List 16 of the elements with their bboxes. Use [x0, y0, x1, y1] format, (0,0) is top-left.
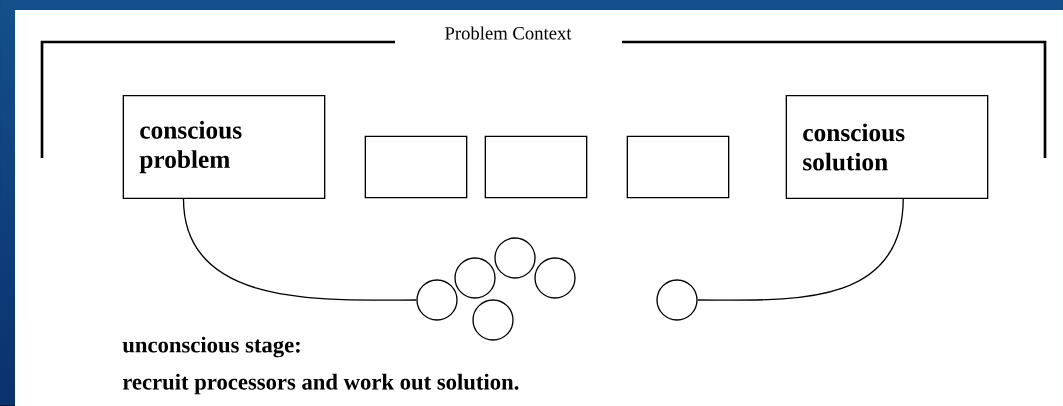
text-box: conscious problem [122, 95, 326, 199]
caption-text: recruit processors and work out solution. [122, 373, 519, 395]
heading: Problem Context [445, 26, 572, 40]
circle [472, 299, 514, 341]
caption-text: unconscious stage: [122, 336, 300, 358]
circle [534, 257, 576, 299]
curved-line [697, 198, 904, 301]
curved-line [182, 198, 417, 301]
circle [656, 279, 698, 321]
text-box: conscious solution [785, 95, 989, 199]
empty-box [626, 135, 730, 199]
circle [494, 237, 536, 279]
circle [416, 279, 458, 321]
empty-box [484, 135, 588, 199]
empty-box [364, 135, 468, 199]
circle [454, 257, 496, 299]
